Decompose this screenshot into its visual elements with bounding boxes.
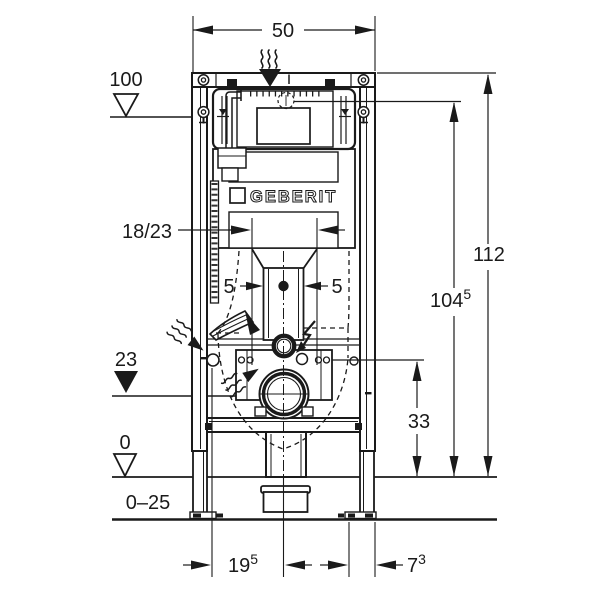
dim-label-foot-offset: 73 <box>407 551 426 577</box>
extension-lines <box>192 16 496 577</box>
water-level-icon <box>217 109 351 118</box>
right-leg <box>359 448 375 514</box>
stop-valve <box>217 147 247 169</box>
upper-inner-panel <box>228 151 339 183</box>
power-lightning-icon <box>296 320 316 353</box>
left-foot-anchor <box>216 513 223 518</box>
dim-width-50: 50 <box>193 20 375 42</box>
dim-foot-offset-7-3: 73 <box>320 551 426 577</box>
dim-label-total-height: 112 <box>473 244 505 266</box>
center-point-dot <box>278 280 289 292</box>
anchor-bolt-icon <box>357 105 370 124</box>
flush-flow-arrow-icon <box>220 368 259 398</box>
left-rail <box>191 72 208 452</box>
concealed-cistern: GEBERIT <box>211 74 357 270</box>
flush-plate-window <box>256 107 311 145</box>
open-level-triangle-icon <box>112 453 138 479</box>
level-mark-100: 100 <box>109 69 143 118</box>
dim-label-supply-offset: 195 <box>228 551 258 577</box>
vent-arrow-icon <box>259 49 281 87</box>
pipe-clamp <box>206 353 220 367</box>
logo-square-icon <box>229 187 246 204</box>
dim-label-half-right: 5 <box>331 276 342 298</box>
wc-pan-outline-dashed <box>216 250 350 450</box>
brand-name: GEBERIT <box>250 188 337 206</box>
dim-supply-offset-19-5: 195 <box>183 551 312 577</box>
actuation-point-marker <box>277 91 295 110</box>
screw-icon <box>357 74 370 86</box>
open-level-triangle-icon <box>112 93 140 118</box>
water-supply-assembly <box>209 89 247 304</box>
top-crossbar <box>191 72 376 88</box>
dim-label-meter: 100 <box>109 69 142 91</box>
right-foot-anchor <box>338 513 344 518</box>
level-mark-23: 23 <box>114 349 138 393</box>
anchor-bolt-icon <box>197 105 210 124</box>
trap-cup <box>262 491 309 513</box>
dim-total-height-112: 112 <box>473 74 505 476</box>
fixing-hole <box>295 352 309 366</box>
dim-label-half-left: 5 <box>223 276 234 298</box>
dim-label-floor-zero: 0 <box>119 432 130 454</box>
dim-label-width: 50 <box>272 20 294 42</box>
dim-label-outlet: 23 <box>115 349 137 371</box>
frame-fixing-screws <box>197 74 370 124</box>
dim-flush-pipe-18-23: 18/23 <box>122 221 345 243</box>
dim-actuation-height-104-5: 1045 <box>430 102 471 476</box>
right-foot <box>344 511 377 520</box>
screw-icon <box>197 74 210 86</box>
level-mark-0: 0 <box>112 432 138 479</box>
dim-drain-height-33: 33 <box>408 361 430 476</box>
geberit-logo: GEBERIT <box>229 187 337 207</box>
vertical-drain-pipe <box>265 431 307 478</box>
left-leg <box>192 448 208 514</box>
dim-label-floor-range: 0–25 <box>126 492 171 514</box>
dim-half-widths-5: 5 5 <box>223 276 342 298</box>
dim-label-flush-pipe: 18/23 <box>122 221 172 243</box>
supply-hose <box>209 180 220 304</box>
dim-label-actuation: 1045 <box>430 286 471 312</box>
drain-outlet-pipe <box>260 431 311 513</box>
outlet-bend-assembly <box>200 333 372 420</box>
filled-level-triangle-icon <box>114 371 138 393</box>
dim-label-drain: 33 <box>408 411 430 433</box>
supply-flow-arrow-icon <box>166 318 204 351</box>
